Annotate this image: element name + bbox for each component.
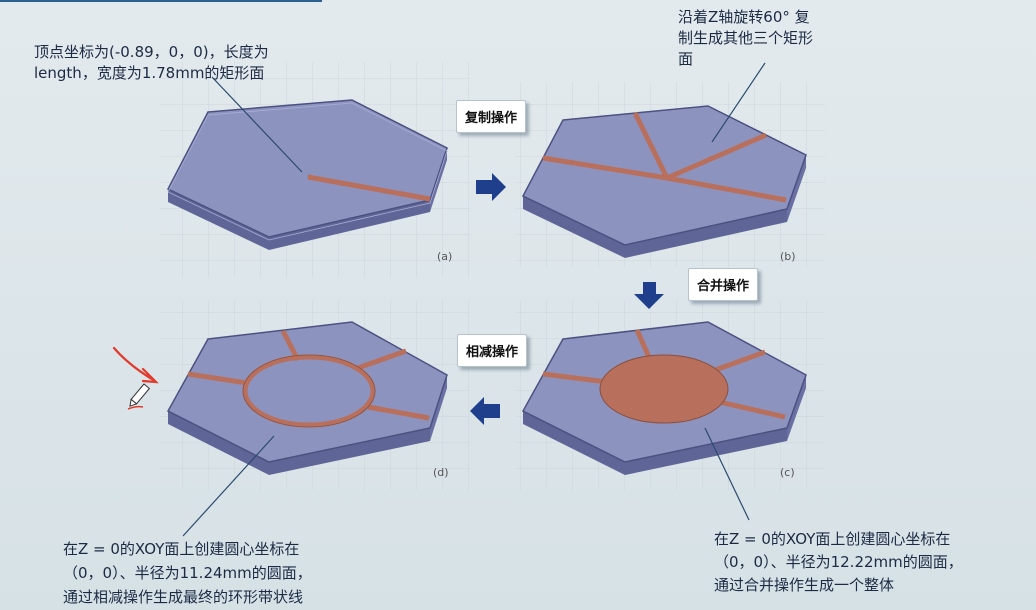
panel-label-c: (c) bbox=[780, 466, 795, 479]
panel-label-b: (b) bbox=[780, 250, 796, 263]
panel-label-a: (a) bbox=[437, 250, 453, 263]
ring-strip-d bbox=[242, 354, 376, 428]
note-top-left: 顶点坐标为(-0.89，0，0)，长度为 length，宽度为1.78mm的矩形… bbox=[34, 43, 269, 82]
title-underline bbox=[0, 0, 322, 2]
red-annotation-arrow bbox=[112, 346, 159, 384]
pointer-line-b bbox=[711, 62, 766, 143]
pen-cursor-icon bbox=[129, 383, 151, 407]
arrow-left-icon bbox=[470, 397, 500, 425]
merge-operation-box: 合并操作 bbox=[688, 268, 759, 301]
note-bottom-right: 在Z = 0的XOY面上创建圆心坐标在 （0，0）、半径为12.22mm的圆面，… bbox=[714, 530, 963, 594]
hexagon-plate-d bbox=[166, 321, 448, 475]
arrow-down-icon bbox=[634, 282, 664, 309]
merged-disk-c bbox=[599, 354, 729, 424]
arrow-right-icon bbox=[476, 173, 506, 201]
pointer-line-d bbox=[182, 435, 275, 537]
three-strips-b bbox=[542, 111, 787, 203]
subtract-operation-box: 相减操作 bbox=[457, 334, 528, 367]
strip-a bbox=[307, 174, 431, 202]
copy-operation-box: 复制操作 bbox=[456, 100, 527, 133]
note-bottom-left: 在Z = 0的XOY面上创建圆心坐标在 （0，0）、半径为11.24mm的圆面，… bbox=[63, 540, 312, 606]
panel-label-d: (d) bbox=[433, 466, 449, 479]
pointer-line-c bbox=[704, 427, 750, 521]
hexagon-plate-a bbox=[166, 99, 448, 250]
pointer-line-a bbox=[211, 76, 303, 173]
red-squiggle bbox=[127, 405, 144, 410]
strips-d bbox=[187, 329, 430, 421]
note-top-right: 沿着Z轴旋转60° 复 制生成其他三个矩形 面 bbox=[678, 8, 814, 68]
